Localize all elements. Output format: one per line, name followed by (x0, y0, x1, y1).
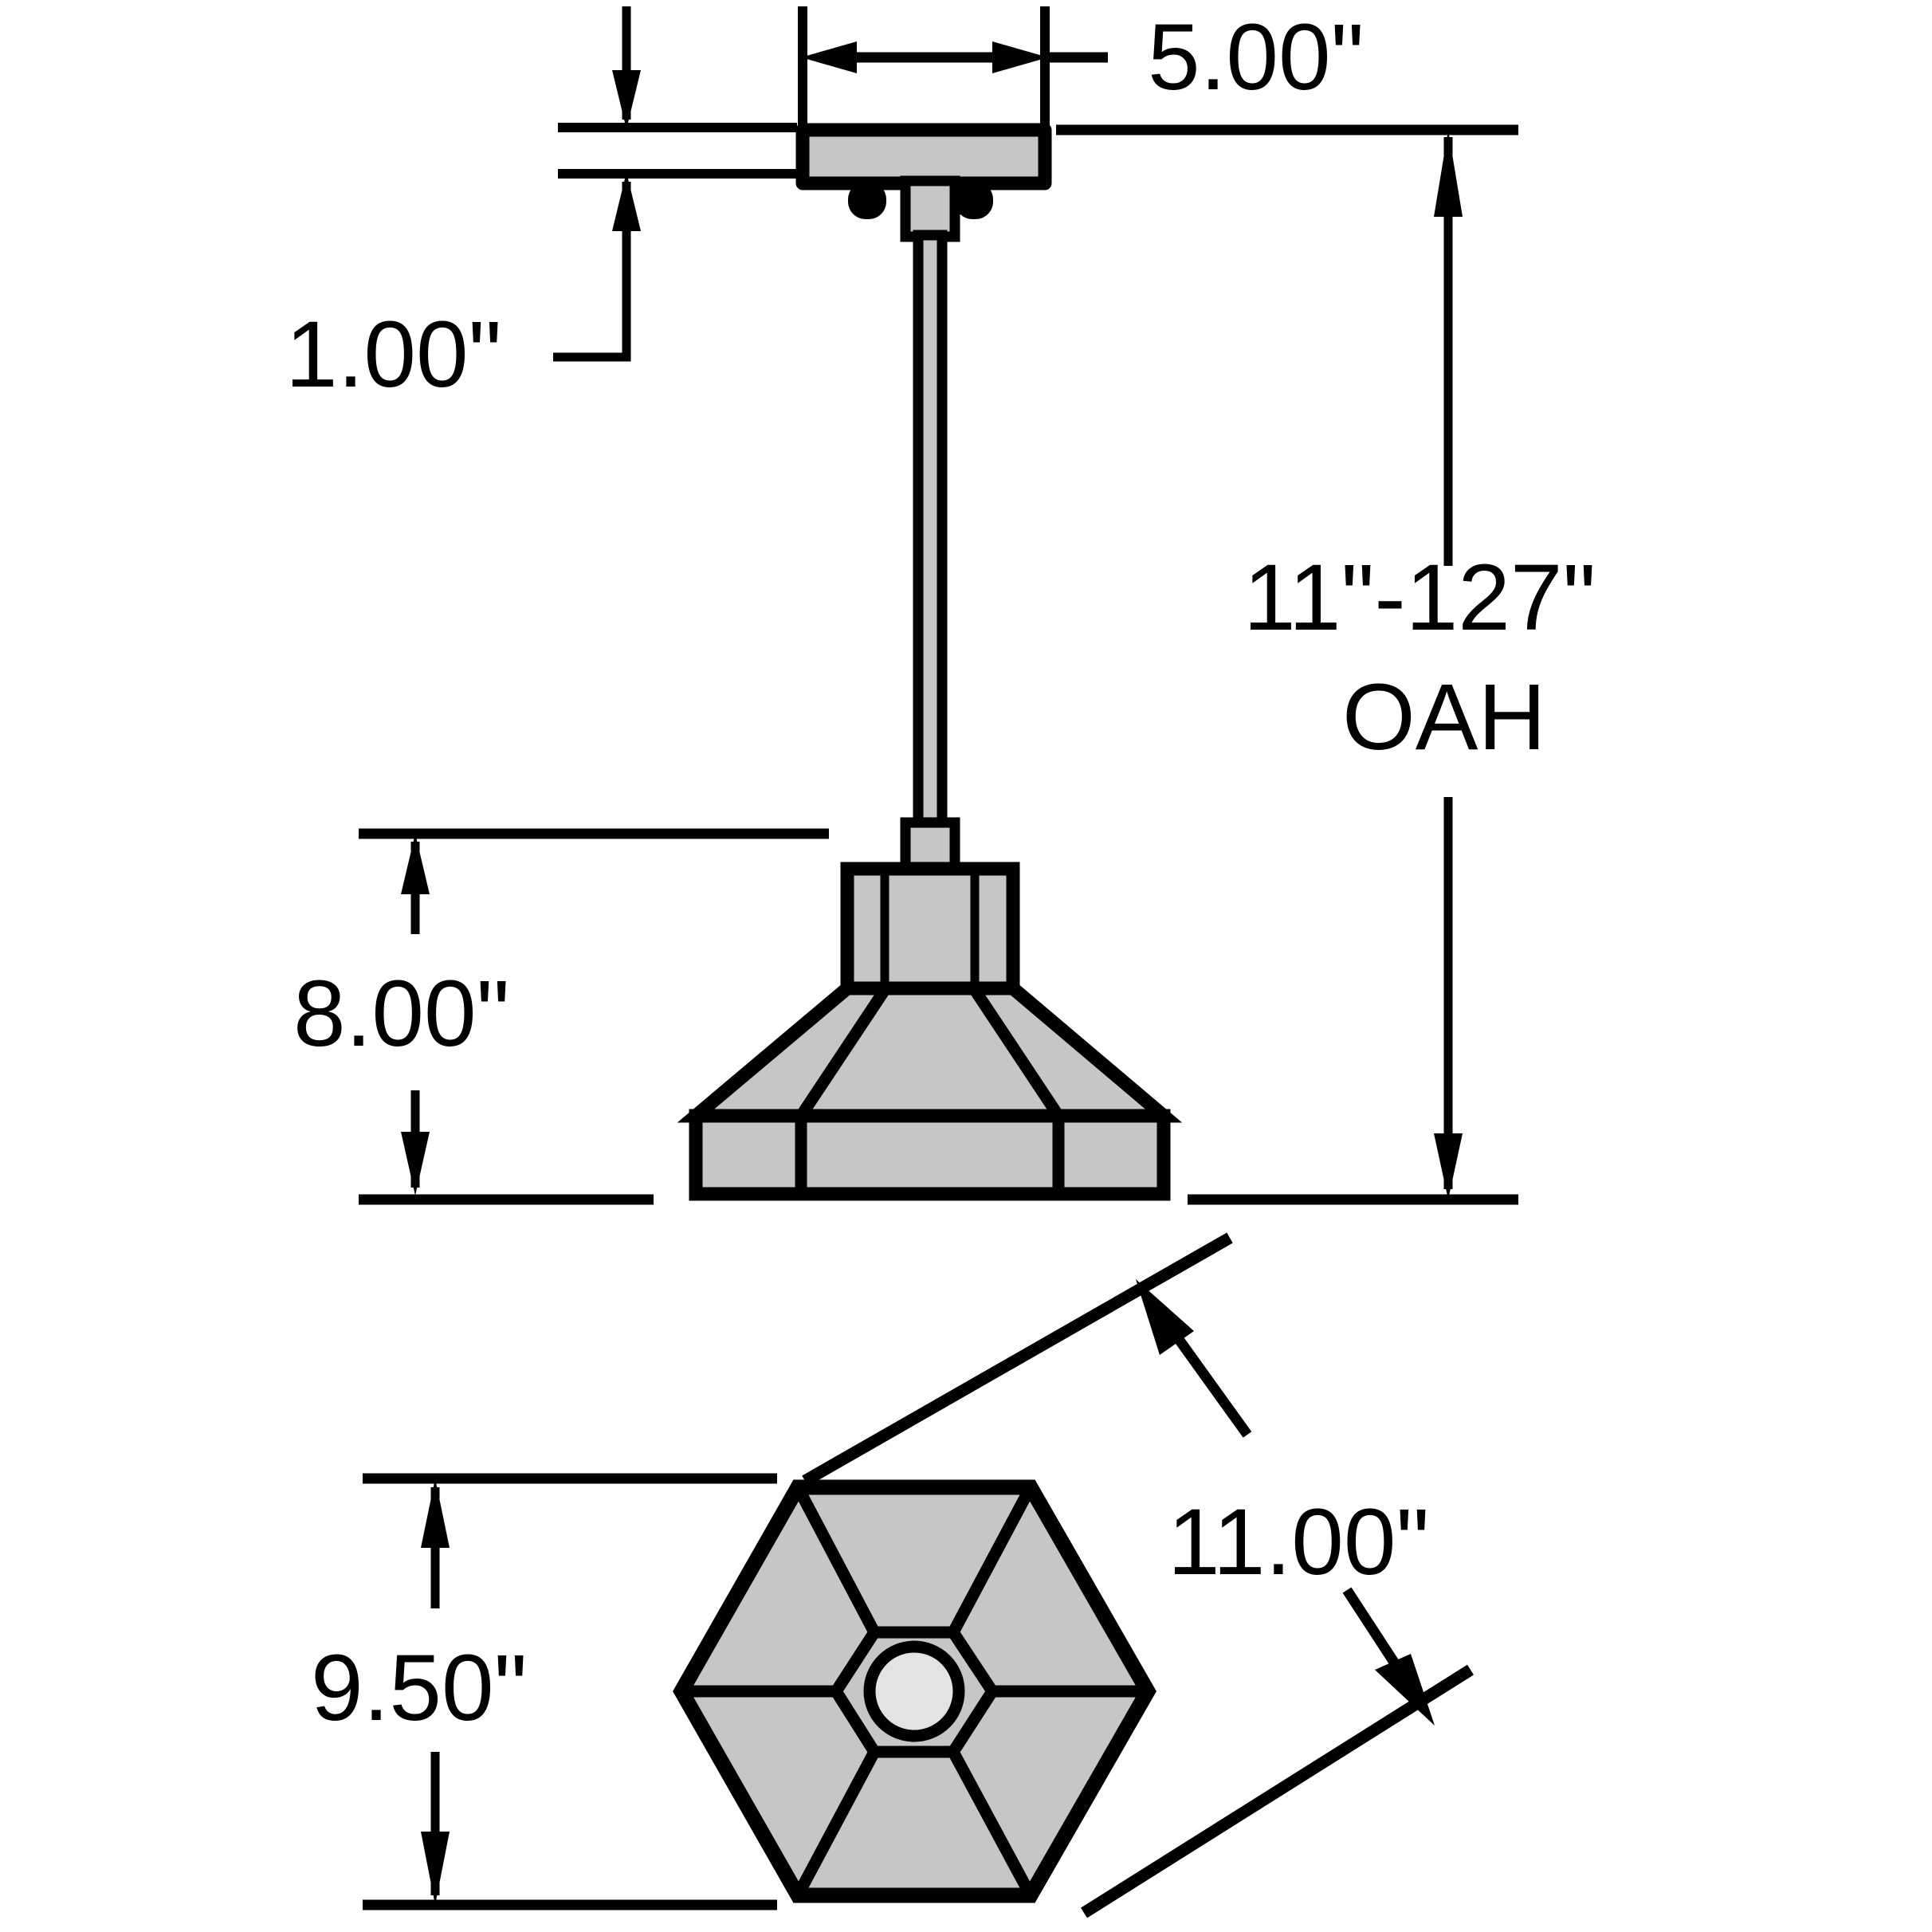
shade-sloped-facets (677, 981, 1183, 1123)
canopy-height-label: 1.00" (285, 302, 502, 407)
canopy-height-dimension-arrows (612, 6, 641, 295)
overall-height-label: 11"-127" (1243, 545, 1596, 650)
shade-height-dimension-arrows (401, 834, 430, 1196)
canopy-height-leader (553, 295, 631, 362)
canopy-width-label: 5.00" (1148, 5, 1365, 110)
downrod (913, 230, 948, 834)
ceiling-canopy (795, 123, 1052, 190)
canopy-width-dimension-arrows (801, 41, 1108, 73)
shade-width-label: 11.00" (1168, 1490, 1429, 1595)
shade-width-upper-arrow (1136, 1279, 1252, 1438)
shade-height-label: 8.00" (293, 961, 510, 1066)
shade-top-collar (840, 862, 1020, 995)
shade-depth-dimension-arrows (421, 1478, 450, 1905)
overall-height-abbrev-label: OAH (1342, 665, 1546, 770)
shade-width-upper-leader (802, 1232, 1233, 1486)
bottom-view-facet-seams (681, 1484, 1148, 1899)
canopy-mounting-knobs (848, 182, 993, 219)
shade-width-lower-leader (1081, 1664, 1474, 1918)
stem-upper-collar (900, 175, 960, 242)
bottom-view-socket (863, 1640, 965, 1742)
overall-height-dimension-arrows (1434, 130, 1463, 1200)
shade-bottom-band (689, 1109, 1171, 1201)
shade-depth-label: 9.50" (311, 1636, 528, 1741)
canopy-width-extension-lines (798, 6, 1050, 134)
shade-width-lower-arrow (1342, 1587, 1435, 1726)
